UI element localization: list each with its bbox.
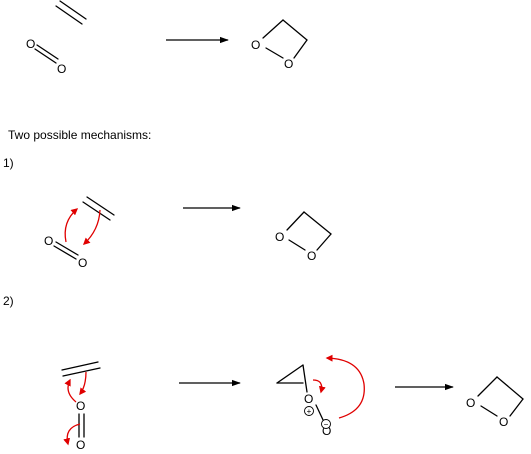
mechanism-1: O O O O (44, 196, 332, 270)
oxygen-atom-label: O (76, 399, 85, 413)
oxygen-atom-label: O (76, 438, 85, 452)
oxygen-atom-label: O (307, 249, 316, 263)
dioxetane-product: O O (251, 19, 308, 71)
oxygen-atom-label: O (275, 230, 284, 244)
dioxetane-product: O O (466, 376, 524, 429)
oxygen-atom-label: O (57, 62, 66, 76)
oxygen-atom-label: O (26, 37, 35, 51)
electron-push-arrow (325, 354, 365, 419)
mechanisms-heading: Two possible mechanisms: (8, 128, 151, 142)
mechanism-2-label: 2) (3, 294, 14, 308)
oxygen-atom-label: O (322, 424, 331, 438)
positive-charge-icon (304, 406, 314, 416)
electron-push-arrow (64, 208, 79, 243)
perepoxide-intermediate: O O + − (276, 354, 365, 438)
ethylene (82, 196, 115, 221)
oxygen-atom-label: O (304, 392, 313, 406)
oxygen-atom-label: O (499, 415, 508, 429)
dioxygen: O O (26, 37, 66, 76)
top-reaction: O O O O (26, 0, 308, 76)
oxygen-atom-label: O (466, 396, 475, 410)
ethylene (55, 0, 87, 25)
oxygen-atom-label: O (251, 38, 260, 52)
mechanism-2: O O O O + − O (61, 354, 524, 452)
positive-charge-sign: + (307, 407, 312, 416)
electron-push-arrow (64, 378, 77, 403)
oxygen-atom-label: O (78, 256, 87, 270)
negative-charge-icon (321, 419, 331, 429)
electron-push-arrow (312, 379, 326, 394)
negative-charge-sign: − (324, 420, 329, 429)
dioxygen: O O (76, 399, 85, 452)
ethylene (61, 361, 101, 377)
dioxygen: O O (44, 234, 87, 270)
electron-push-arrow (79, 371, 87, 396)
electron-push-arrow (82, 209, 101, 245)
oxygen-atom-label: O (284, 57, 293, 71)
mechanism-1-label: 1) (3, 156, 14, 170)
dioxetane-product: O O (275, 211, 332, 263)
oxygen-atom-label: O (44, 234, 53, 248)
electron-push-arrow (63, 423, 81, 446)
